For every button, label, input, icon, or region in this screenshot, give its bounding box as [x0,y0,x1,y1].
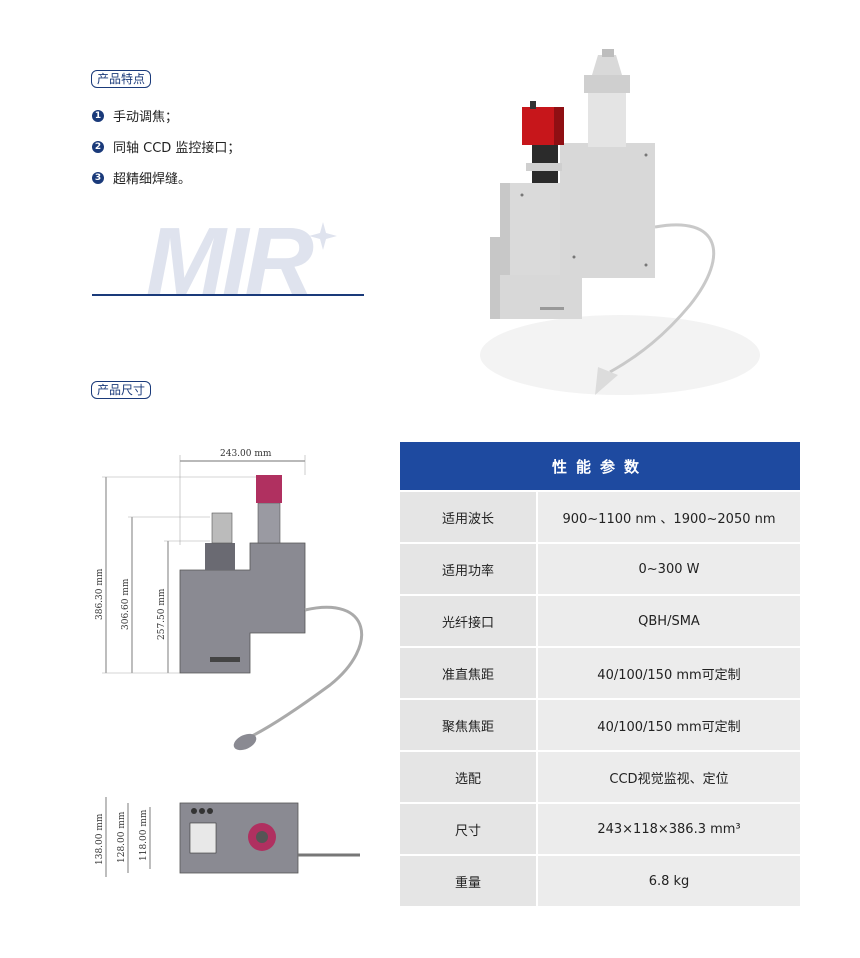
width-dimension: 243.00 mm [220,449,272,459]
spec-key: 尺寸 [400,802,538,855]
spec-key: 聚焦焦距 [400,698,538,751]
feature-text: 同轴 CCD 监控接口； [113,141,241,156]
feature-item: 2 同轴 CCD 监控接口； [92,137,240,156]
spec-key: 准直焦距 [400,646,538,699]
number-badge: 2 [92,140,104,153]
feature-item: 1 手动调焦； [92,106,178,125]
spec-value: 243×118×386.3 mm³ [537,802,800,855]
star-icon [309,222,337,250]
spec-key: 适用波长 [400,490,538,543]
logo-text: MIR [146,208,314,298]
spec-value: 40/100/150 mm可定制 [537,646,800,699]
spec-value: QBH/SMA [537,594,800,647]
height-dimension: 306.60 mm [121,578,131,630]
bottom-dimension: 138.00 mm [95,813,105,865]
spec-key: 适用功率 [400,542,538,595]
features-tag: 产品特点 [91,70,152,88]
product-render [480,49,760,395]
feature-text: 超精细焊缝。 [113,172,192,187]
mir-logo: MIR [146,208,337,298]
spec-value: 6.8 kg [537,854,800,906]
spec-title: 性能参数 [400,442,800,491]
spec-value: 0~300 W [537,542,800,595]
feature-text: 手动调焦； [113,110,179,125]
feature-item: 3 超精细焊缝。 [92,168,191,187]
bottom-dimension: 118.00 mm [139,809,149,861]
number-badge: 1 [92,109,104,122]
height-dimension: 257.50 mm [157,588,167,640]
spec-key: 光纤接口 [400,594,538,647]
spec-key: 重量 [400,854,538,906]
divider-line [92,294,364,296]
bottom-dimension: 128.00 mm [117,811,127,863]
spec-value: 40/100/150 mm可定制 [537,698,800,751]
number-badge: 3 [92,171,104,184]
dimension-drawing: 243.00 mm 386.30 mm 306.60 mm 257.50 mm … [95,449,364,877]
spec-key: 选配 [400,750,538,803]
spec-value: CCD视觉监视、定位 [537,750,800,803]
height-dimension: 386.30 mm [95,568,105,620]
spec-value: 900~1100 nm 、1900~2050 nm [537,490,800,543]
size-tag: 产品尺寸 [91,381,152,399]
